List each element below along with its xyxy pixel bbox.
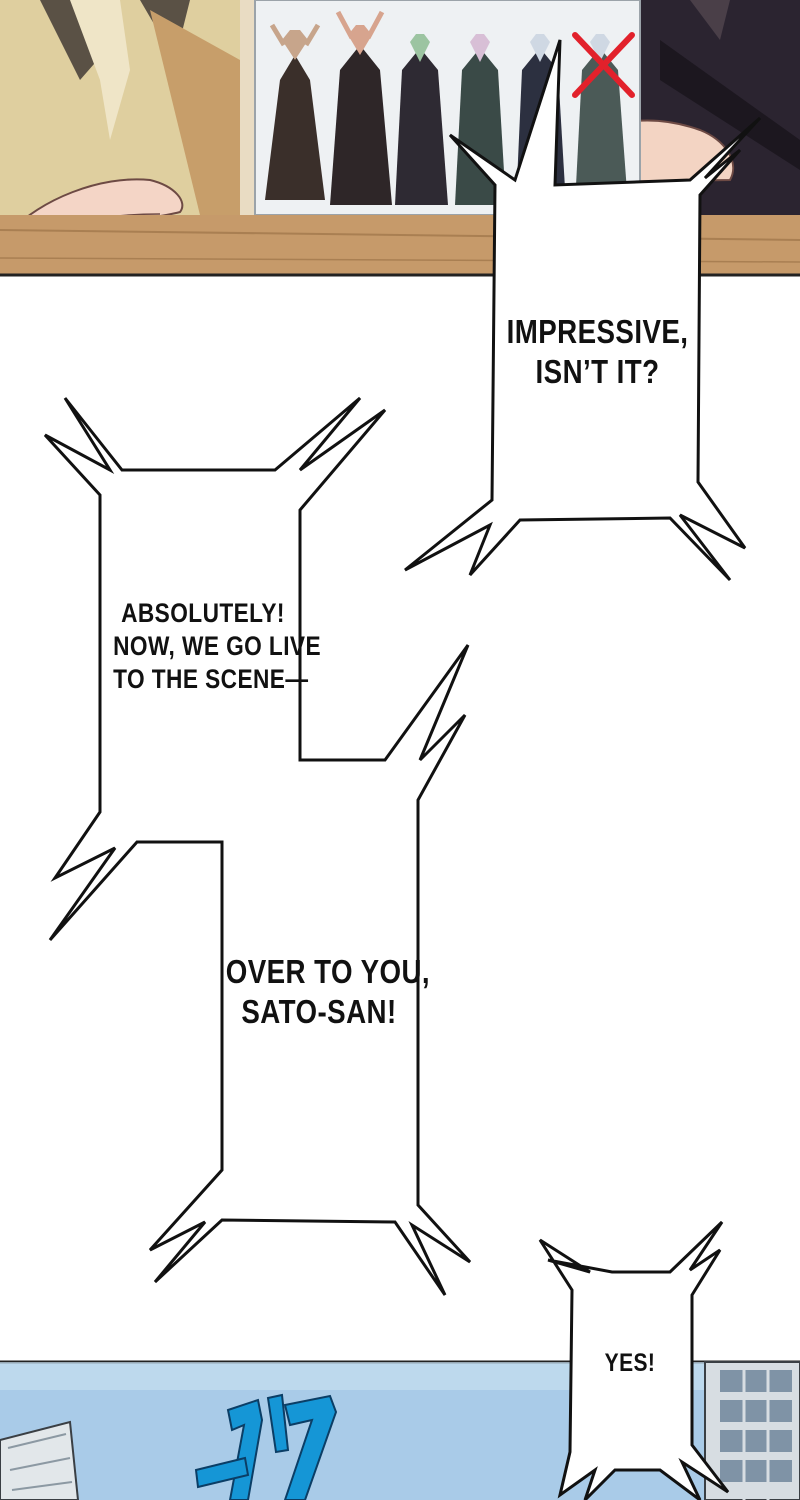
bubble-yes-line-1: YES! (604, 1349, 656, 1377)
bubble-over-to-you-text: OVER TO YOU, SATO-SAN! (225, 952, 431, 1033)
bubble-absolutely-line-2: NOW, WE GO LIVE (113, 630, 322, 661)
bubble-impressive-line-2: ISN’T IT? (535, 353, 660, 391)
bubble-over-to-you-line-1: OVER TO YOU, (225, 953, 431, 990)
speech-bubble-impressive (404, 39, 762, 582)
speech-bubble-yes (538, 1220, 730, 1500)
speech-bubble-absolutely (43, 396, 472, 1296)
bubble-impressive-line-1: IMPRESSIVE, (506, 313, 689, 350)
sfx-zaza-text (194, 1393, 338, 1500)
bubble-absolutely-line-1: ABSOLUTELY! (121, 598, 285, 628)
cross-mark-icon (572, 32, 635, 98)
bubble-over-to-you-line-2: SATO-SAN! (241, 993, 397, 1031)
bubble-absolutely-text: ABSOLUTELY! NOW, WE GO LIVE TO THE SCENE… (113, 597, 322, 696)
bubble-impressive-text: IMPRESSIVE, ISN’T IT? (490, 312, 704, 393)
building-left (0, 1420, 80, 1500)
bubble-yes-text: YES! (588, 1348, 672, 1379)
building-right (704, 1361, 800, 1500)
bubble-absolutely-line-3: TO THE SCENE— (113, 663, 309, 694)
